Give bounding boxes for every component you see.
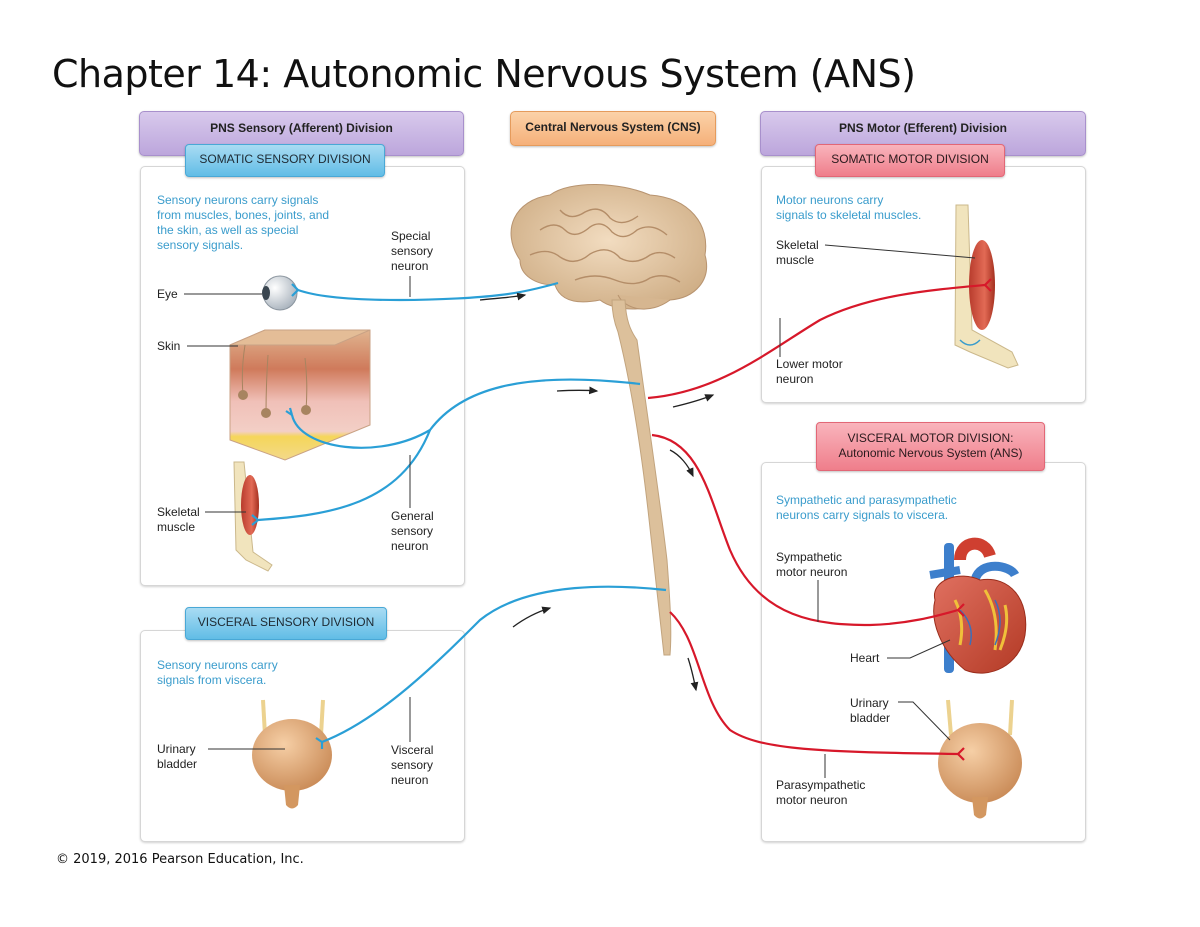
arrow-general-sensory	[556, 386, 599, 395]
visceral-sensory-tab: VISCERAL SENSORY DIVISION	[185, 607, 387, 640]
somatic-motor-tab-text: SOMATIC MOTOR DIVISION	[831, 152, 989, 166]
cns-header-text: Central Nervous System (CNS)	[525, 120, 701, 134]
visceral-sensory-neuron-path	[321, 585, 667, 744]
sensory-division-header-text: PNS Sensory (Afferent) Division	[210, 121, 393, 135]
page-title: Chapter 14: Autonomic Nervous System (AN…	[52, 52, 916, 96]
skin-illustration	[229, 329, 371, 461]
label-special-sensory-neuron: Special sensory neuron	[391, 229, 433, 274]
skeletal-muscle-sensory-illustration	[233, 461, 273, 572]
motor-neurons	[647, 278, 992, 761]
somatic-sensory-tab: SOMATIC SENSORY DIVISION	[185, 144, 385, 177]
arrow-special-sensory	[479, 292, 527, 301]
label-visceral-sensory-neuron: Visceral sensory neuron	[391, 743, 433, 788]
label-line: Lower motor	[776, 357, 843, 371]
label-line: Urinary	[850, 696, 889, 710]
label-line: Skeletal	[776, 238, 819, 252]
label-line: Skeletal	[157, 505, 200, 519]
arrow-visceral-sensory	[512, 606, 552, 628]
special-sensory-neuron-path	[297, 281, 559, 302]
arrow-parasympathetic	[687, 657, 699, 692]
label-heart: Heart	[850, 651, 880, 665]
visceral-motor-tab-line-1: VISCERAL MOTOR DIVISION:	[847, 431, 1014, 445]
copyright-notice: © 2019, 2016 Pearson Education, Inc.	[56, 852, 304, 867]
eye-illustration	[262, 275, 298, 311]
label-lower-motor-neuron: Lower motor neuron	[776, 357, 843, 387]
label-line: sensory	[391, 244, 434, 258]
label-general-sensory-neuron: General sensory neuron	[391, 509, 434, 554]
label-line: neuron	[391, 773, 429, 787]
parasympathetic-motor-neuron-path	[669, 611, 959, 756]
label-line: muscle	[776, 253, 815, 267]
cns-header: Central Nervous System (CNS)	[510, 111, 716, 146]
label-skeletal-muscle-motor: Skeletal muscle	[776, 238, 819, 268]
sensory-neurons	[251, 281, 667, 749]
label-line: motor neuron	[776, 565, 848, 579]
visceral-sensory-tab-text: VISCERAL SENSORY DIVISION	[197, 615, 375, 629]
label-skin: Skin	[157, 339, 181, 353]
somatic-sensory-tab-text: SOMATIC SENSORY DIVISION	[199, 152, 371, 166]
label-line: neuron	[776, 372, 814, 386]
description-line: Sensory neurons carry	[157, 658, 278, 672]
motor-division-header-text: PNS Motor (Efferent) Division	[838, 121, 1007, 135]
somatic-motor-panel	[761, 166, 1086, 403]
somatic-sensory-description: Sensory neurons carry signals from muscl…	[157, 193, 329, 253]
label-line: Special	[391, 229, 431, 243]
urinary-bladder-motor-illustration	[938, 699, 1022, 819]
description-line: Motor neurons carry	[776, 193, 884, 207]
label-line: motor neuron	[776, 793, 848, 807]
somatic-motor-tab: SOMATIC MOTOR DIVISION	[815, 144, 1005, 177]
label-line: sensory	[391, 524, 434, 538]
description-line: Sensory neurons carry signals	[157, 193, 319, 207]
label-sympathetic-motor-neuron: Sympathetic motor neuron	[776, 550, 847, 580]
label-line: bladder	[157, 757, 198, 771]
arrow-lower-motor	[672, 394, 715, 408]
somatic-motor-description: Motor neurons carry signals to skeletal …	[776, 193, 921, 223]
description-line: Sympathetic and parasympathetic	[776, 493, 957, 507]
label-line: Visceral	[391, 743, 434, 757]
visceral-sensory-description: Sensory neurons carry signals from visce…	[157, 658, 278, 688]
label-parasympathetic-motor-neuron: Parasympathetic motor neuron	[776, 778, 865, 808]
label-line: muscle	[157, 520, 196, 534]
sympathetic-motor-neuron-path	[651, 433, 959, 627]
label-line: Urinary	[157, 742, 196, 756]
label-line: sensory	[391, 758, 434, 772]
label-urinary-bladder-sensory: Urinary bladder	[157, 742, 197, 772]
label-urinary-bladder-motor: Urinary bladder	[850, 696, 890, 726]
motor-division-header: PNS Motor (Efferent) Division	[760, 111, 1086, 156]
urinary-bladder-sensory-illustration	[252, 699, 332, 809]
label-eye: Eye	[157, 287, 178, 301]
leader-lines	[184, 244, 976, 778]
label-line: Sympathetic	[776, 550, 843, 564]
label-line: neuron	[391, 539, 429, 553]
description-line: the skin, as well as special	[157, 223, 299, 237]
general-sensory-neuron-skin-path	[290, 378, 641, 449]
arrow-sympathetic	[669, 449, 694, 478]
label-line: General	[391, 509, 434, 523]
visceral-motor-tab-line-2: Autonomic Nervous System (ANS)	[838, 446, 1023, 460]
description-line: from muscles, bones, joints, and	[157, 208, 330, 222]
spinal-cord-illustration	[611, 299, 672, 656]
description-line: neurons carry signals to viscera.	[776, 508, 949, 522]
label-line: Parasympathetic	[776, 778, 866, 792]
label-skeletal-muscle-sensory: Skeletal muscle	[157, 505, 200, 535]
heart-illustration	[929, 537, 1027, 674]
lower-motor-neuron-path	[647, 283, 986, 400]
description-line: signals to skeletal muscles.	[776, 208, 922, 222]
signal-direction-arrows	[479, 292, 715, 692]
visceral-motor-tab: VISCERAL MOTOR DIVISION: Autonomic Nervo…	[816, 422, 1045, 471]
label-line: neuron	[391, 259, 429, 273]
brain-illustration	[510, 184, 707, 310]
general-sensory-neuron-muscle-path	[257, 429, 432, 522]
label-line: bladder	[850, 711, 891, 725]
description-line: sensory signals.	[157, 238, 244, 252]
description-line: signals from viscera.	[157, 673, 267, 687]
visceral-motor-description: Sympathetic and parasympathetic neurons …	[776, 493, 957, 523]
